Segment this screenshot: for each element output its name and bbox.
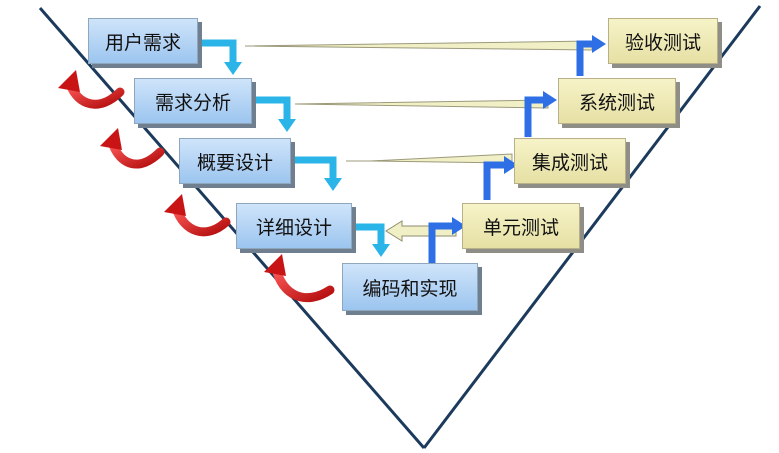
v-right-line	[422, 5, 762, 449]
stage-system-testing: 系统测试	[558, 78, 676, 124]
cyan-arrow-3-icon	[290, 156, 342, 191]
red-feedback-arrow-4-icon	[264, 254, 335, 303]
stage-unit-testing: 单元测试	[462, 203, 580, 249]
verification-arrow-acceptance-icon	[244, 40, 593, 51]
stage-detailed-design: 详细设计	[236, 203, 352, 249]
stage-acceptance-testing: 验收测试	[608, 18, 718, 64]
red-feedback-arrow-1-icon	[58, 70, 125, 109]
cyan-arrow-4-icon	[353, 223, 390, 257]
stage-requirements-analysis: 需求分析	[134, 78, 252, 124]
stage-coding-implementation: 编码和实现	[342, 263, 478, 311]
verification-arrow-system-icon	[294, 99, 549, 109]
blue-arrow-3-icon	[524, 91, 557, 137]
cyan-arrow-1-icon	[198, 39, 242, 75]
blue-arrow-1-icon	[428, 217, 466, 265]
stage-high-level-design: 概要设计	[179, 138, 291, 184]
red-feedback-arrow-3-icon	[164, 194, 231, 237]
red-feedback-arrow-2-icon	[100, 128, 165, 169]
blue-arrow-2-icon	[483, 156, 518, 200]
cyan-arrow-2-icon	[253, 96, 296, 132]
stage-integration-testing: 集成测试	[514, 138, 626, 184]
v-left-line	[38, 7, 426, 449]
blue-arrow-4-icon	[576, 35, 606, 76]
stage-user-requirements: 用户需求	[88, 18, 198, 64]
